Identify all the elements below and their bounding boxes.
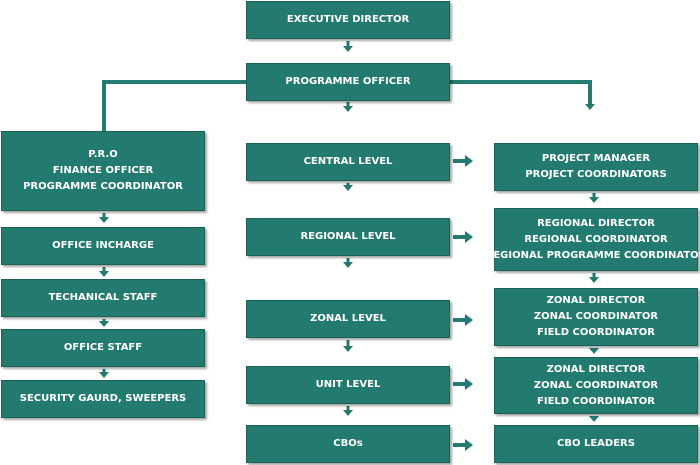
- node-zonal-director-1: ZONAL DIRECTOR ZONAL COORDINATOR FIELD C…: [494, 288, 698, 346]
- node-label: ZONAL DIRECTOR: [546, 363, 646, 375]
- connector-arrow-head: [99, 321, 109, 327]
- node-label: OFFICE INCHARGE: [52, 240, 154, 251]
- connector-arrow-head: [343, 185, 353, 191]
- node-label: UNIT LEVEL: [315, 379, 381, 390]
- node-label: CBO LEADERS: [557, 438, 635, 449]
- node-security-sweepers: SECURITY GAURD, SWEEPERS: [1, 380, 205, 418]
- node-office-staff: OFFICE STAFF: [1, 329, 205, 367]
- node-zonal-director-2: ZONAL DIRECTOR ZONAL COORDINATOR FIELD C…: [494, 357, 698, 414]
- node-pro-finance-programme: P.R.O FINANCE OFFICER PROGRAMME COORDINA…: [1, 131, 205, 211]
- node-technical-staff: TECHANICAL STAFF: [1, 279, 205, 317]
- node-label: EXECUTIVE DIRECTOR: [286, 14, 410, 25]
- node-cbos: CBOs: [246, 425, 450, 463]
- node-label: REGIONAL COORDINATOR: [524, 233, 668, 245]
- connector-arrow-head: [589, 416, 599, 422]
- connector-arrow-head: [99, 217, 109, 223]
- connector-branch-right: [450, 80, 592, 104]
- connector-arrow-head: [465, 231, 473, 243]
- node-label: ZONAL DIRECTOR: [546, 295, 646, 306]
- node-label: ZONAL COORDINATOR: [533, 379, 659, 391]
- connector-arrow-head: [343, 410, 353, 416]
- node-label: ZONAL LEVEL: [310, 313, 386, 324]
- node-label: P.R.O: [88, 149, 118, 160]
- connector-arrow-head: [465, 378, 473, 390]
- node-project-manager: PROJECT MANAGER PROJECT COORDINATORS: [494, 143, 698, 191]
- node-label: TECHANICAL STAFF: [48, 292, 158, 303]
- node-office-incharge: OFFICE INCHARGE: [1, 227, 205, 265]
- node-label: REGIONAL PROGRAMME COORDINATOR: [485, 249, 700, 261]
- node-label: PROGRAMME COORDINATOR: [23, 181, 183, 192]
- node-label: CENTRAL LEVEL: [303, 156, 393, 167]
- connector-arrow-head: [343, 106, 353, 112]
- connector-arrow-head: [465, 439, 473, 451]
- node-label: FIELD COORDINATOR: [537, 395, 655, 407]
- node-programme-officer: PROGRAMME OFFICER: [246, 63, 450, 101]
- node-label: PROJECT MANAGER: [541, 153, 651, 164]
- connector-arrow-head: [343, 46, 353, 52]
- connector-arrow-head: [589, 197, 599, 203]
- node-label: SECURITY GAURD, SWEEPERS: [19, 393, 187, 404]
- node-label: CBOs: [333, 438, 363, 449]
- node-label: REGIONAL DIRECTOR: [537, 217, 655, 229]
- connector-arrow-head: [343, 346, 353, 352]
- node-label: OFFICE STAFF: [63, 342, 143, 353]
- node-label: FINANCE OFFICER: [52, 165, 154, 176]
- connector-arrow-head: [343, 262, 353, 268]
- node-label: PROJECT COORDINATORS: [525, 169, 667, 180]
- node-central-level: CENTRAL LEVEL: [246, 143, 450, 181]
- node-label: PROGRAMME OFFICER: [285, 76, 411, 87]
- connector-arrow-head: [99, 372, 109, 378]
- node-cbo-leaders: CBO LEADERS: [494, 425, 698, 463]
- node-label: ZONAL COORDINATOR: [533, 311, 659, 322]
- node-label: REGIONAL LEVEL: [300, 231, 396, 242]
- node-regional-level: REGIONAL LEVEL: [246, 218, 450, 256]
- connector-arrow-head: [589, 277, 599, 283]
- node-unit-level: UNIT LEVEL: [246, 366, 450, 404]
- node-label: FIELD COORDINATOR: [537, 327, 655, 338]
- connector-arrow-head: [99, 271, 109, 277]
- connector-branch-left: [102, 80, 246, 131]
- node-zonal-level: ZONAL LEVEL: [246, 300, 450, 338]
- connector-arrow-head: [465, 314, 473, 326]
- connector-arrow-head: [465, 155, 473, 167]
- node-regional-director: REGIONAL DIRECTOR REGIONAL COORDINATOR R…: [486, 208, 700, 271]
- node-executive-director: EXECUTIVE DIRECTOR: [246, 1, 450, 39]
- connector-arrow-head: [585, 104, 595, 110]
- connector-arrow-head: [589, 348, 599, 354]
